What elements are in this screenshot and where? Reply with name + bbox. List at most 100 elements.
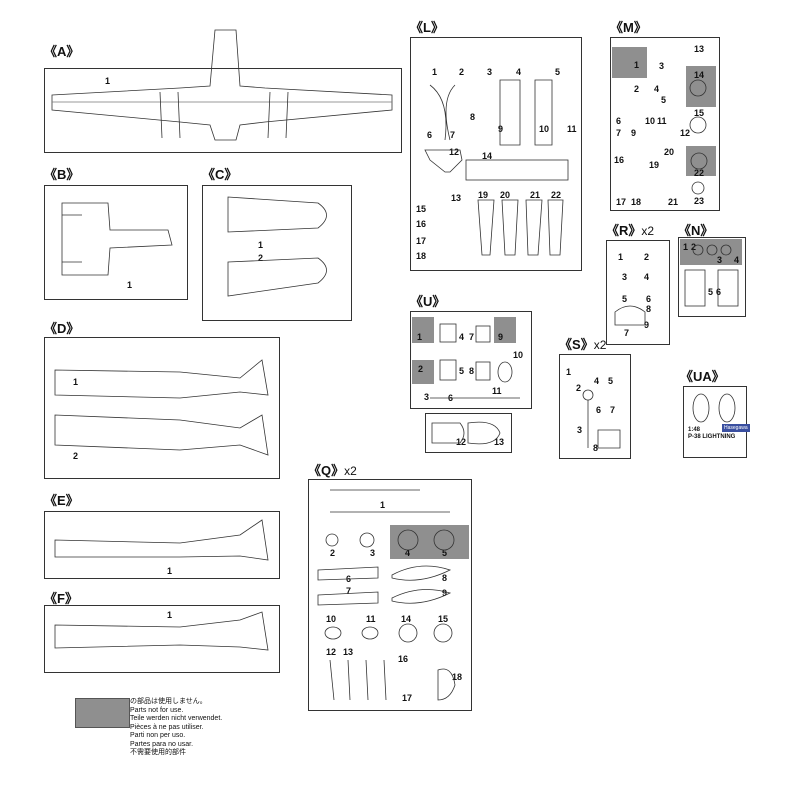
part-number: 15 <box>694 108 705 118</box>
part-number: 10 <box>326 614 337 624</box>
legend-line: Pièces à ne pas utiliser. <box>130 723 204 731</box>
unused-part-highlight <box>412 360 434 384</box>
decal-sheet-ua <box>683 386 747 458</box>
legend-line: Teile werden nicht verwendet. <box>130 715 223 722</box>
part-number: 2 <box>459 67 465 77</box>
part-number: 8 <box>470 112 476 122</box>
unused-part-highlight <box>680 239 742 265</box>
part-number: 5 <box>708 287 714 297</box>
part-number: 6 <box>616 116 622 126</box>
part-number: 5 <box>661 95 667 105</box>
sprue-label-d: 《D》 <box>44 321 80 336</box>
part-number: 8 <box>646 304 652 314</box>
sprue-l-frame <box>410 37 582 271</box>
unused-part-highlight <box>494 317 516 343</box>
part-number: 5 <box>442 548 448 558</box>
decal-scale: 1:48 <box>688 427 701 433</box>
part-number: 13 <box>343 647 354 657</box>
part-number: 1 <box>127 280 133 290</box>
sprue-label-s: 《S》x2 <box>559 337 607 352</box>
part-number: 9 <box>498 124 504 134</box>
part-number: 13 <box>494 437 505 447</box>
part-number: 10 <box>513 350 524 360</box>
part-number: 5 <box>555 67 561 77</box>
part-number: 20 <box>664 147 675 157</box>
sprue-label-f: 《F》 <box>44 591 78 606</box>
wing-part <box>51 29 393 141</box>
part-number: 14 <box>401 614 412 624</box>
part-number: 1 <box>618 252 624 262</box>
boom-part <box>54 519 269 561</box>
part-number: 1 <box>73 377 79 387</box>
part-number: 20 <box>500 190 511 200</box>
part-number: 6 <box>646 294 652 304</box>
part-number: 9 <box>631 128 637 138</box>
part-number: 2 <box>691 242 697 252</box>
sprue-label-l: 《L》 <box>410 20 444 35</box>
part-number: 21 <box>668 197 679 207</box>
sprue-label-e: 《E》 <box>44 493 79 508</box>
part-number: 13 <box>451 193 462 203</box>
part-number: 1 <box>258 240 264 250</box>
part-number: 7 <box>624 328 630 338</box>
unused-parts-legend: の部品は使用しません。 Parts not for use. Teile wer… <box>130 698 222 758</box>
part-number: 18 <box>631 197 642 207</box>
sprue-r-frame <box>606 240 670 345</box>
part-number: 6 <box>716 287 722 297</box>
part-number: 3 <box>487 67 493 77</box>
part-number: 12 <box>680 128 691 138</box>
part-number: 7 <box>610 405 616 415</box>
part-number: 19 <box>649 160 660 170</box>
part-number: 5 <box>608 376 614 386</box>
part-number: 17 <box>616 197 627 207</box>
part-number: 15 <box>416 204 427 214</box>
center-section-part <box>61 202 173 276</box>
part-number: 2 <box>258 253 264 263</box>
part-number: 5 <box>459 366 465 376</box>
unused-part-highlight <box>612 47 647 78</box>
part-number: 12 <box>326 647 337 657</box>
part-number: 7 <box>450 130 456 140</box>
part-number: 17 <box>402 693 413 703</box>
part-number: 18 <box>416 251 427 261</box>
sprue-label-a: 《A》 <box>44 44 80 59</box>
part-number: 23 <box>694 196 705 206</box>
part-number: 2 <box>644 252 650 262</box>
part-number: 1 <box>380 500 386 510</box>
nacelle-part <box>227 196 327 233</box>
sprue-q-frame <box>308 479 472 711</box>
part-number: 11 <box>366 614 376 624</box>
part-number: 2 <box>576 383 582 393</box>
sprue-s-frame <box>559 354 631 459</box>
part-number: 1 <box>105 76 111 86</box>
unused-part-highlight <box>686 66 716 107</box>
part-number: 8 <box>469 366 475 376</box>
part-number: 16 <box>398 654 409 664</box>
part-number: 11 <box>657 116 667 126</box>
part-number: 16 <box>614 155 625 165</box>
part-number: 9 <box>498 332 504 342</box>
part-number: 4 <box>405 548 411 558</box>
part-number: 6 <box>596 405 602 415</box>
sprue-label-r: 《R》x2 <box>606 223 655 238</box>
part-number: 7 <box>346 586 352 596</box>
part-number: 4 <box>594 376 600 386</box>
part-number: 10 <box>645 116 656 126</box>
part-number: 7 <box>616 128 622 138</box>
part-number: 1 <box>566 367 572 377</box>
boom-part <box>54 414 269 456</box>
part-number: 3 <box>659 61 665 71</box>
part-number: 3 <box>370 548 376 558</box>
part-number: 9 <box>442 588 448 598</box>
part-number: 21 <box>530 190 541 200</box>
sprue-c-frame <box>202 185 352 321</box>
part-number: 5 <box>622 294 628 304</box>
sprue-label-n: 《N》 <box>678 223 714 238</box>
sprue-label-c: 《C》 <box>202 167 238 182</box>
part-number: 16 <box>416 219 427 229</box>
sprue-label-u: 《U》 <box>410 294 446 309</box>
legend-line: Parts not for use. <box>130 706 184 714</box>
part-number: 2 <box>73 451 79 461</box>
sprue-u-canopy-frame <box>425 413 512 453</box>
part-number: 1 <box>417 332 423 342</box>
